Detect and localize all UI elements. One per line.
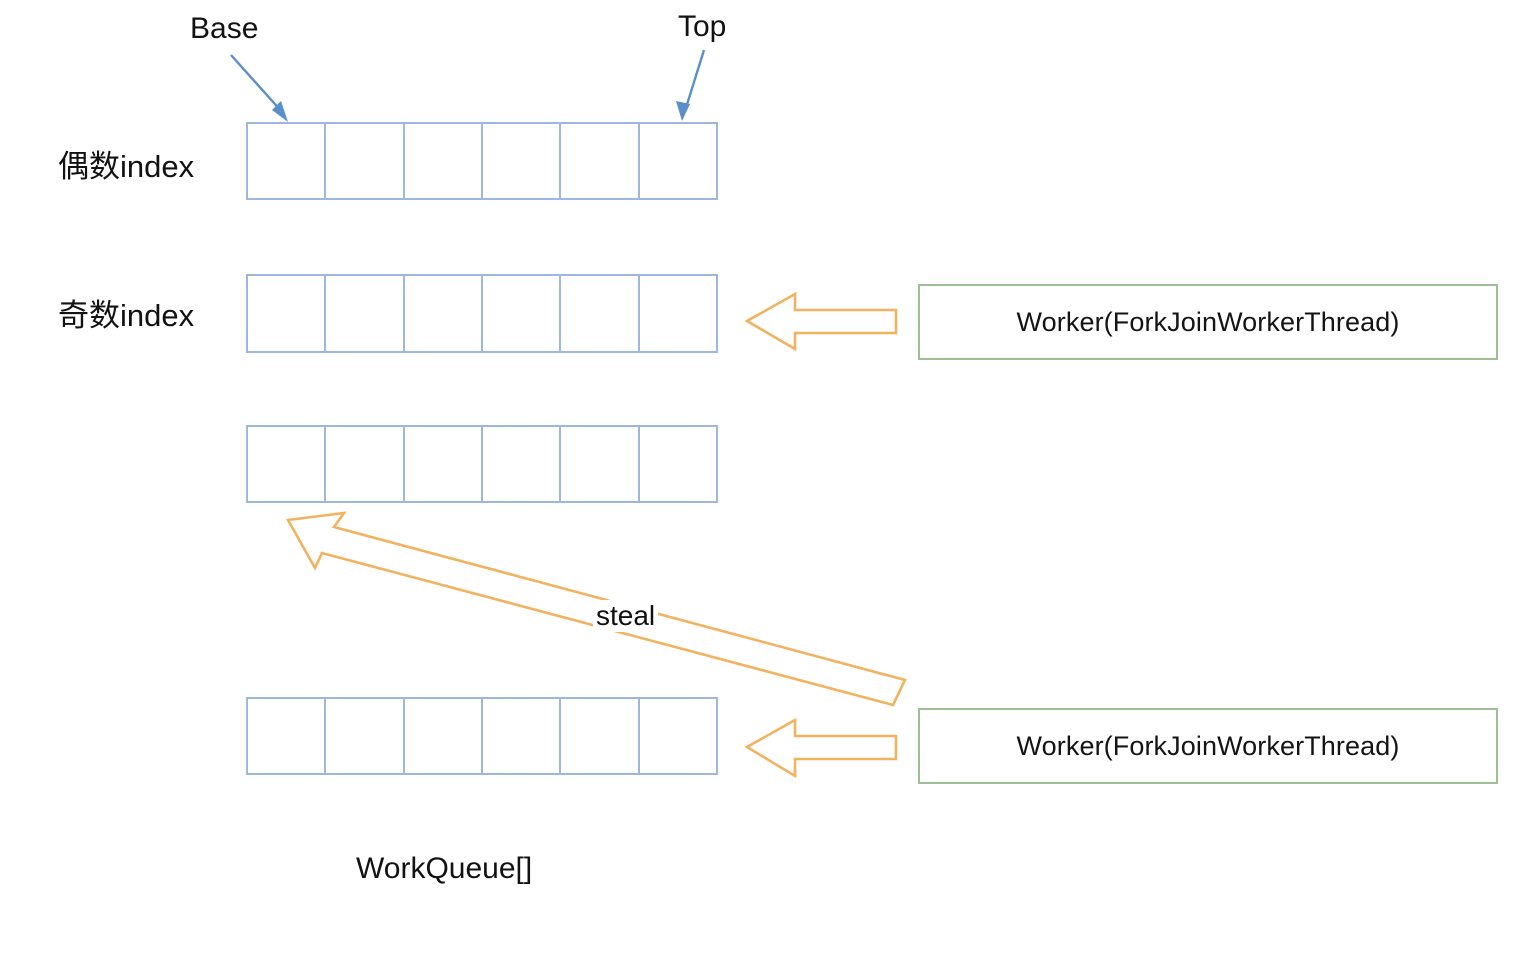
top-pointer-arrow bbox=[676, 49, 706, 121]
queue-cell[interactable] bbox=[248, 276, 327, 351]
odd-index-row-label: 奇数index bbox=[58, 298, 195, 333]
queue-cell[interactable] bbox=[326, 427, 405, 501]
queue-cell[interactable] bbox=[404, 124, 483, 198]
queue-cell[interactable] bbox=[561, 427, 640, 501]
base-pointer-label: Base bbox=[190, 12, 259, 45]
queue-cell[interactable] bbox=[404, 427, 483, 501]
queue-cell[interactable] bbox=[404, 276, 483, 351]
queue-cell[interactable] bbox=[248, 699, 327, 773]
queue-cell[interactable] bbox=[482, 427, 562, 501]
queue-cell[interactable] bbox=[248, 124, 327, 198]
queue-cell[interactable] bbox=[561, 699, 640, 773]
queue-cell[interactable] bbox=[639, 124, 716, 198]
work-queue-row-fourth[interactable] bbox=[246, 697, 718, 775]
workqueue-array-title: WorkQueue[] bbox=[356, 852, 533, 885]
queue-cell[interactable] bbox=[639, 699, 716, 773]
even-index-row-label: 偶数index bbox=[58, 149, 195, 184]
worker-to-queue-arrow-top bbox=[744, 291, 898, 352]
work-queue-row-even[interactable] bbox=[246, 122, 718, 200]
queue-cell[interactable] bbox=[482, 699, 562, 773]
base-pointer-arrow bbox=[230, 54, 288, 122]
worker-box-top-label: Worker(ForkJoinWorkerThread) bbox=[1016, 306, 1400, 337]
queue-cell[interactable] bbox=[639, 427, 716, 501]
queue-cell[interactable] bbox=[561, 276, 640, 351]
queue-cell[interactable] bbox=[482, 124, 562, 198]
queue-cell[interactable] bbox=[639, 276, 716, 351]
queue-cell[interactable] bbox=[326, 276, 405, 351]
worker-box-top[interactable]: Worker(ForkJoinWorkerThread) bbox=[918, 284, 1498, 360]
queue-cell[interactable] bbox=[326, 699, 405, 773]
steal-label: steal bbox=[593, 600, 659, 632]
worker-to-queue-arrow-bottom bbox=[744, 717, 898, 779]
queue-cell[interactable] bbox=[326, 124, 405, 198]
worker-box-bottom-label: Worker(ForkJoinWorkerThread) bbox=[1016, 730, 1400, 761]
worker-box-bottom[interactable]: Worker(ForkJoinWorkerThread) bbox=[918, 708, 1498, 784]
queue-cell[interactable] bbox=[561, 124, 640, 198]
work-queue-row-odd[interactable] bbox=[246, 274, 718, 353]
queue-cell[interactable] bbox=[482, 276, 562, 351]
queue-cell[interactable] bbox=[248, 427, 327, 501]
work-queue-row-third[interactable] bbox=[246, 425, 718, 503]
queue-cell[interactable] bbox=[404, 699, 483, 773]
top-pointer-label: Top bbox=[678, 10, 727, 43]
